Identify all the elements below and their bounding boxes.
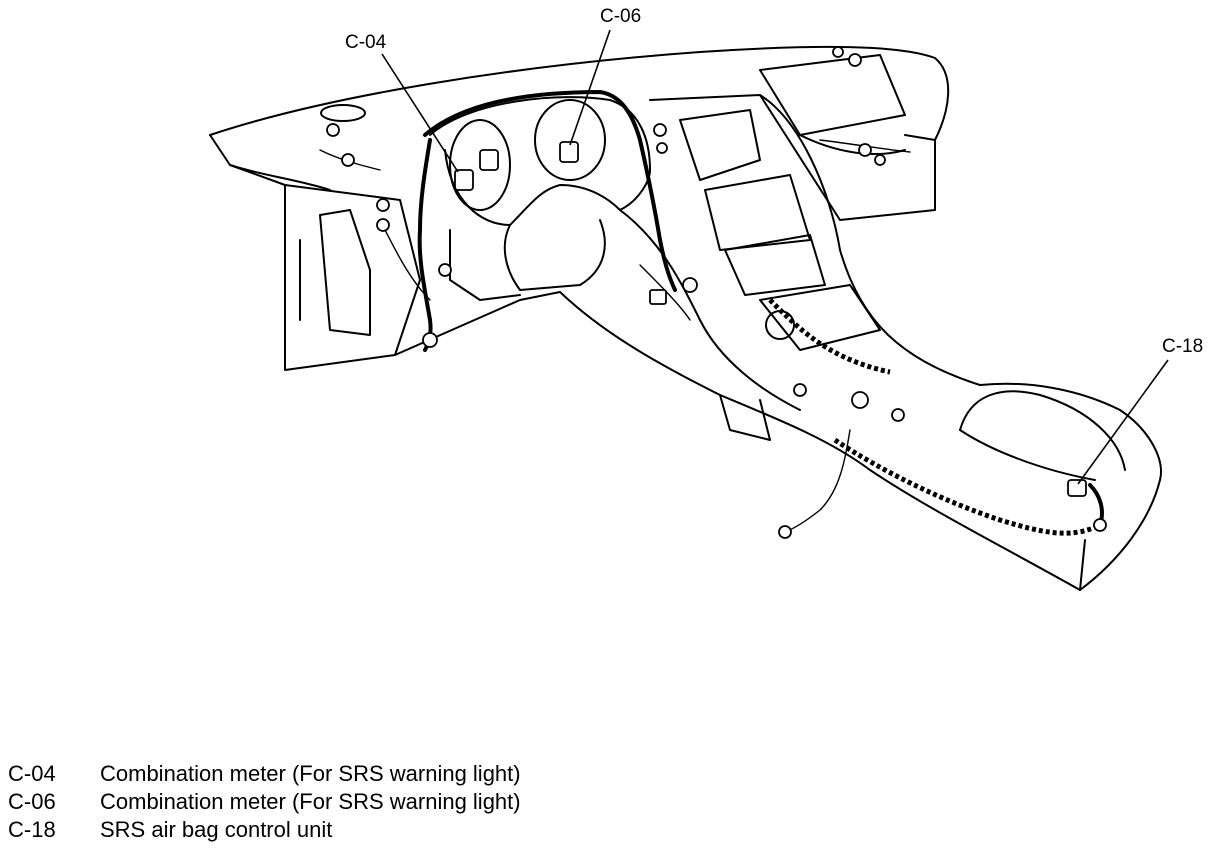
callout-c06: C-06: [569, 6, 641, 146]
legend-description: SRS air bag control unit: [100, 817, 333, 842]
wiring-harness: [319, 90, 1104, 536]
legend-row: C-06 Combination meter (For SRS warning …: [8, 788, 708, 816]
legend-row: C-04 Combination meter (For SRS warning …: [8, 760, 708, 788]
legend-description: Combination meter (For SRS warning light…: [100, 761, 521, 786]
legend-row: C-18 SRS air bag control unit: [8, 816, 708, 844]
callout-c04: C-04: [345, 32, 459, 173]
legend-code: C-06: [8, 789, 56, 814]
connectors: [326, 46, 1107, 539]
legend-code: C-04: [8, 761, 56, 786]
callout-label: C-06: [600, 6, 641, 27]
connector-c04-body: [454, 169, 474, 191]
leader-line: [1077, 359, 1169, 485]
dashboard-outline: [209, 45, 1162, 591]
callout-c18: C-18: [1077, 336, 1203, 485]
connector-c06-body: [559, 141, 579, 163]
connector-legend: C-04 Combination meter (For SRS warning …: [8, 760, 708, 844]
legend-description: Combination meter (For SRS warning light…: [100, 789, 521, 814]
callout-label: C-04: [345, 32, 387, 53]
callout-label: C-18: [1162, 336, 1203, 357]
connector-c18-body: [1067, 479, 1087, 497]
legend-code: C-18: [8, 817, 56, 842]
leader-line: [381, 53, 459, 173]
wiring-harness-diagram: C-04 C-06 C-18: [209, 6, 1203, 591]
leader-line: [569, 29, 611, 146]
